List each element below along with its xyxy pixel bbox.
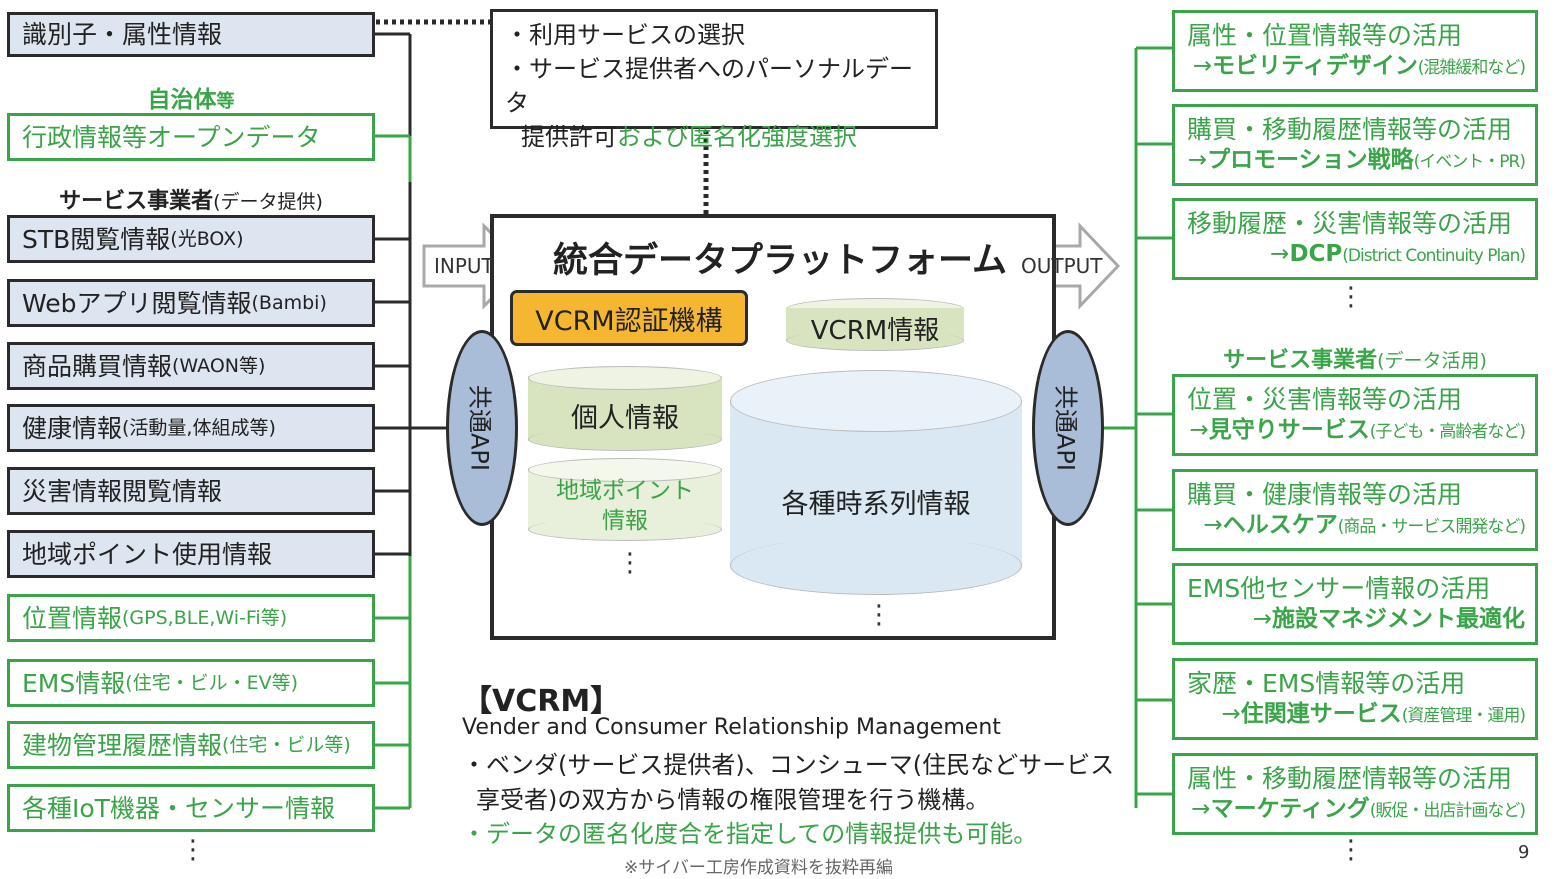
timeseries-cylinder: 各種時系列情報 — [730, 370, 1022, 596]
attribute-info-box: 識別子・属性情報 — [7, 12, 375, 57]
purchase-info-box: 商品購買情報(WAON等) — [7, 342, 375, 390]
vcrm-note-title: 【VCRM】 — [462, 684, 621, 719]
vcrm-note-subtitle: Vender and Consumer Relationship Managem… — [462, 715, 1001, 740]
output-facility-box: EMS他センサー情報の活用 →施設マネジメント最適化 — [1172, 563, 1538, 645]
providers-input-heading: サービス事業者(データ提供) — [59, 189, 323, 214]
attribute-info-label: 識別子・属性情報 — [22, 20, 223, 49]
vcrm-auth-box: VCRM認証機構 — [510, 290, 748, 346]
left-more-dots: ⋮ — [180, 835, 206, 865]
disaster-info-box: 災害情報閲覧情報 — [7, 467, 375, 515]
local-point-usage-box: 地域ポイント使用情報 — [7, 530, 375, 578]
output-promotion-box: 購買・移動履歴情報等の活用 →プロモーション戦略(イベント・PR) — [1172, 104, 1538, 186]
local-points-cylinder: 地域ポイント 情報 — [528, 458, 722, 542]
output-housing-box: 家歴・EMS情報等の活用 →住関連サービス(資産管理・運用) — [1172, 658, 1538, 740]
vcrm-info-cylinder: VCRM情報 — [786, 298, 964, 352]
service-select-box: ・利用サービスの選択 ・サービス提供者へのパーソナルデータ 提供許可および匿名化… — [490, 9, 938, 151]
providers-output-heading: サービス事業者(データ活用) — [1223, 348, 1487, 373]
web-app-info-box: Webアプリ閲覧情報(Bambi) — [7, 279, 375, 327]
building-history-box: 建物管理履歴情報(住宅・ビル等) — [7, 721, 375, 769]
health-info-box: 健康情報(活動量,体組成等) — [7, 404, 375, 452]
ems-info-box: EMS情報(住宅・ビル・EV等) — [7, 659, 375, 707]
platform-left-dots: ⋮ — [617, 548, 643, 578]
service-select-line2: ・サービス提供者へのパーソナルデータ — [505, 55, 913, 117]
municipality-heading: 自治体等 — [147, 87, 235, 113]
page-number: 9 — [1518, 842, 1530, 863]
vcrm-note-bullet1b: 享受者)の双方から情報の権限管理を行う機構。 — [476, 786, 990, 814]
api-right-ellipse: 共通API — [1032, 330, 1104, 526]
open-data-box: 行政情報等オープンデータ — [7, 113, 375, 161]
output-label: OUTPUT — [1021, 254, 1103, 278]
iot-sensor-box: 各種IoT機器・センサー情報 — [7, 784, 375, 832]
output-mobility-box: 属性・位置情報等の活用 →モビリティデザイン(混雑緩和など) — [1172, 10, 1538, 92]
output-healthcare-box: 購買・健康情報等の活用 →ヘルスケア(商品・サービス開発など) — [1172, 469, 1538, 551]
api-left-ellipse: 共通API — [446, 330, 518, 526]
right-more-dots-1: ⋮ — [1338, 282, 1364, 312]
service-select-line1: ・利用サービスの選択 — [505, 21, 745, 49]
location-info-box: 位置情報(GPS,BLE,Wi-Fi等) — [7, 594, 375, 642]
output-watch-service-box: 位置・災害情報等の活用 →見守りサービス(子ども・高齢者など) — [1172, 374, 1538, 456]
footer-credit: ※サイバー工房作成資料を抜粋再編 — [624, 858, 893, 878]
vcrm-note-bullet1a: ・ベンダ(サービス提供者)、コンシューマ(住民などサービス — [462, 751, 1115, 779]
platform-right-dots: ⋮ — [866, 600, 892, 630]
output-dcp-box: 移動履歴・災害情報等の活用 →DCP(District Continuity P… — [1172, 198, 1538, 280]
input-label: INPUT — [434, 254, 494, 278]
stb-info-box: STB閲覧情報(光BOX) — [7, 215, 375, 263]
right-more-dots-2: ⋮ — [1338, 835, 1364, 865]
open-data-label: 行政情報等オープンデータ — [22, 122, 321, 152]
service-select-line3: 提供許可および匿名化強度選択 — [521, 123, 857, 151]
platform-title: 統合データプラットフォーム — [553, 241, 1007, 281]
output-marketing-box: 属性・移動履歴情報等の活用 →マーケティング(販促・出店計画など) — [1172, 753, 1538, 835]
personal-info-cylinder: 個人情報 — [528, 366, 722, 452]
vcrm-note-bullet2: ・データの匿名化度合を指定しての情報提供も可能。 — [462, 820, 1038, 848]
